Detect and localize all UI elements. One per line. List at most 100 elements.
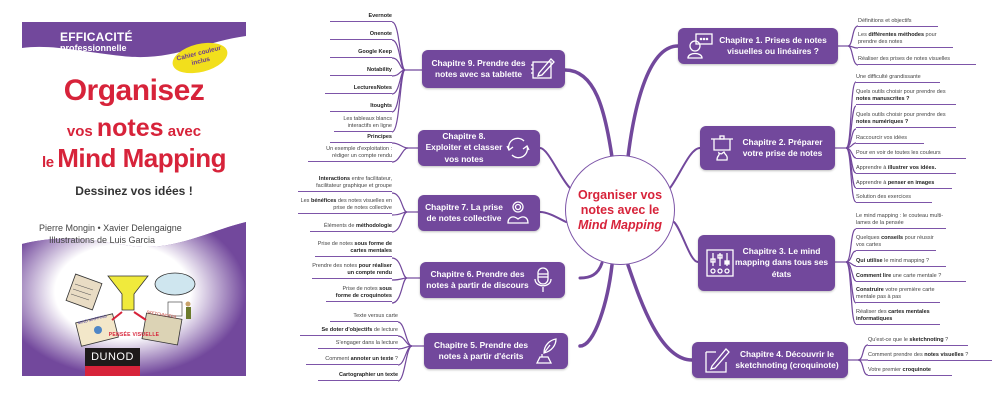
leaf-text-bold: pour réaliser un compte rendu xyxy=(347,263,392,276)
leaf-ch2-6[interactable]: Apprendre à illustrer vos idées. xyxy=(856,165,956,174)
leaf-text: votre première carte mentale pas à pas xyxy=(856,287,935,300)
leaf-ch7-2[interactable]: Les bénéfices des notes visuelles en pri… xyxy=(298,198,392,214)
leaf-text-bold: sous forme de croquinotes xyxy=(335,286,392,299)
chapter-4-node[interactable]: Chapitre 4. Découvrir le sketchnoting (c… xyxy=(692,342,848,378)
leaf-ch7-1[interactable]: Interactions entre facilitateur, facilit… xyxy=(298,176,392,192)
leaf-text: S'engager dans la lecture xyxy=(335,340,398,346)
group-person-icon xyxy=(504,199,532,227)
leaf-ch9-7[interactable]: Les tableaux blancs interactifs en ligne xyxy=(334,116,392,132)
leaf-ch9-3[interactable]: Google Keep xyxy=(330,49,392,58)
speech-bubble-drawing xyxy=(154,272,196,296)
leaf-ch4-2[interactable]: Comment prendre des notes visuelles ? xyxy=(868,352,992,361)
leaf-ch5-2[interactable]: Se doter d'objectifs de lecture xyxy=(300,327,398,336)
leaf-ch9-2[interactable]: Onenote xyxy=(330,31,392,40)
leaf-text: ? xyxy=(963,352,969,358)
leaf-ch9-1[interactable]: Evernote xyxy=(330,13,392,22)
leaf-ch7-3[interactable]: Éléments de méthodologie xyxy=(310,223,392,232)
leaf-text: Comment xyxy=(325,356,351,362)
leaf-ch5-1[interactable]: Texte versus carte xyxy=(330,313,398,322)
publisher-logo-band xyxy=(85,366,140,376)
leaf-ch9-5[interactable]: LecturesNotes xyxy=(325,85,392,94)
leaf-ch2-3[interactable]: Quels outils choisir pour prendre des no… xyxy=(856,112,956,128)
leaf-ch1-1[interactable]: Définitions et objectifs xyxy=(858,18,938,27)
chapter-8-node[interactable]: Chapitre 8. Exploiter et classer vos not… xyxy=(418,130,540,166)
leaf-text: une carte mentale ? xyxy=(891,273,942,279)
leaf-ch3-1[interactable]: Le mind mapping : le couteau multi-lames… xyxy=(856,213,946,229)
leaf-ch5-4[interactable]: Comment annoter un texte ? xyxy=(306,356,398,365)
leaf-ch5-3[interactable]: S'engager dans la lecture xyxy=(318,340,398,349)
leaf-text-bold: LecturesNotes xyxy=(353,85,392,91)
leaf-text: ? xyxy=(943,337,949,343)
leaf-text-bold: notes manuscrites ? xyxy=(856,96,910,102)
leaf-ch4-1[interactable]: Qu'est-ce que le sketchnoting ? xyxy=(868,337,968,346)
leaf-ch6-3[interactable]: Prise de notes sous forme de croquinotes xyxy=(326,286,392,302)
leaf-ch8-2[interactable]: Un exemple d'exploitation : rédiger un c… xyxy=(308,146,392,162)
leaf-ch5-5[interactable]: Cartographier un texte xyxy=(318,372,398,381)
leaf-text-bold: notes visuelles xyxy=(924,352,964,358)
leaf-ch3-5[interactable]: Construire votre première carte mentale … xyxy=(856,287,940,303)
leaf-ch9-4[interactable]: Notability xyxy=(330,67,392,76)
leaf-text: Prendre des notes xyxy=(312,263,359,269)
chapter-6-node[interactable]: Chapitre 6. Prendre des notes à partir d… xyxy=(420,262,565,298)
leaf-text-bold: différentes méthodes xyxy=(868,32,925,38)
microphone-icon xyxy=(529,266,557,294)
connector-ch7 xyxy=(539,211,567,223)
chapter-2-title: Chapitre 2. Préparer votre prise de note… xyxy=(742,136,823,159)
leaf-ch3-4[interactable]: Comment lire une carte mentale ? xyxy=(856,273,966,282)
sliders-icon xyxy=(706,249,734,277)
connector-ch6 xyxy=(578,261,604,280)
chapter-1-node[interactable]: Chapitre 1. Prises de notes visuelles ou… xyxy=(678,28,838,64)
leaf-text: Qu'est-ce que le xyxy=(868,337,910,343)
leaf-ch3-6[interactable]: Réaliser des cartes mentales informatiqu… xyxy=(856,309,940,325)
leaf-ch2-2[interactable]: Quels outils choisir pour prendre des no… xyxy=(856,89,956,105)
chapter-1-title: Chapitre 1. Prises de notes visuelles ou… xyxy=(719,34,827,57)
leaf-text-bold: Onenote xyxy=(369,31,392,37)
cover-title-line3-bold: Mind Mapping xyxy=(57,143,226,173)
leaf-text-bold: illustrer vos idées. xyxy=(887,165,937,171)
leaf-text-bold: croquinote xyxy=(902,367,931,373)
leaf-text-bold: notes numériques ? xyxy=(856,119,909,125)
leaf-ch4-3[interactable]: Votre premier croquinote xyxy=(868,367,952,376)
chapter-9-node[interactable]: Chapitre 9. Prendre des notes avec sa ta… xyxy=(422,50,565,88)
cover-illustrator: Illustrations de Luis Garcia xyxy=(49,235,156,245)
leaf-text-bold: sous forme de cartes mentales xyxy=(350,241,392,254)
leaf-ch2-1[interactable]: Une difficulté grandissante xyxy=(856,74,940,83)
cover-series-line2: professionnelle xyxy=(60,43,127,53)
connector-ch3 xyxy=(673,221,699,263)
central-topic-line1: Organiser vos xyxy=(577,187,663,202)
leaf-ch3-3[interactable]: Qui utilise le mind mapping ? xyxy=(856,258,946,267)
leaf-text: Éléments de xyxy=(323,223,356,229)
chapter-5-node[interactable]: Chapitre 5. Prendre des notes à partir d… xyxy=(424,333,568,369)
chapter-2-node[interactable]: Chapitre 2. Préparer votre prise de note… xyxy=(700,126,835,170)
chapter-3-title: Chapitre 3. Le mind mapping dans tous se… xyxy=(734,245,829,279)
leaf-ch2-5[interactable]: Pour en voir de toutes les couleurs xyxy=(856,150,966,159)
leaf-text-bold: Evernote xyxy=(368,13,392,19)
cover-title-line1: Organisez xyxy=(63,74,205,107)
cover-illustration: MIND MAPPING SKETCHNOTES xyxy=(65,272,196,347)
cover-title-line2-bold: notes xyxy=(96,114,164,142)
central-topic[interactable]: Organiser vos notes avec le Mind Mapping xyxy=(565,155,675,265)
leaf-ch2-7[interactable]: Apprendre à penser en images xyxy=(856,180,952,189)
cover-series: EFFICACITÉ professionnelle xyxy=(60,31,133,53)
connector-ch8 xyxy=(539,147,571,189)
leaf-ch1-2[interactable]: Les différentes méthodes pour prendre de… xyxy=(858,32,953,48)
leaf-text: Prise de notes xyxy=(342,286,380,292)
chapter-7-node[interactable]: Chapitre 7. La prise de notes collective xyxy=(418,195,540,231)
leaf-ch9-6[interactable]: Itoughts xyxy=(330,103,392,112)
leaf-ch6-2[interactable]: Prendre des notes pour réaliser un compt… xyxy=(312,263,392,279)
chapter-3-node[interactable]: Chapitre 3. Le mind mapping dans tous se… xyxy=(698,235,835,291)
cover-title-line3: le Mind Mapping xyxy=(22,143,246,174)
notes-sheet-drawing xyxy=(65,273,103,311)
leaf-ch8-1[interactable]: Principes xyxy=(330,134,392,143)
leaf-text-bold: Principes xyxy=(367,134,392,140)
leaf-ch6-1[interactable]: Prise de notes sous forme de cartes ment… xyxy=(315,241,392,257)
leaf-ch3-2[interactable]: Quelques conseils pour réussir vos carte… xyxy=(856,235,936,251)
connector-ch1 xyxy=(626,44,680,159)
leaf-text: Les xyxy=(858,32,869,38)
leaf-ch1-3[interactable]: Réaliser des prises de notes visuelles xyxy=(858,56,976,65)
leaf-ch2-4[interactable]: Raccourcir vos idées xyxy=(856,135,924,144)
leaf-text: ? xyxy=(393,356,398,362)
book-cover: EFFICACITÉ professionnelle Cahier couleu… xyxy=(22,22,246,376)
leaf-ch2-8[interactable]: Solution des exercices xyxy=(856,194,932,203)
funnel-drawing xyxy=(107,275,149,311)
